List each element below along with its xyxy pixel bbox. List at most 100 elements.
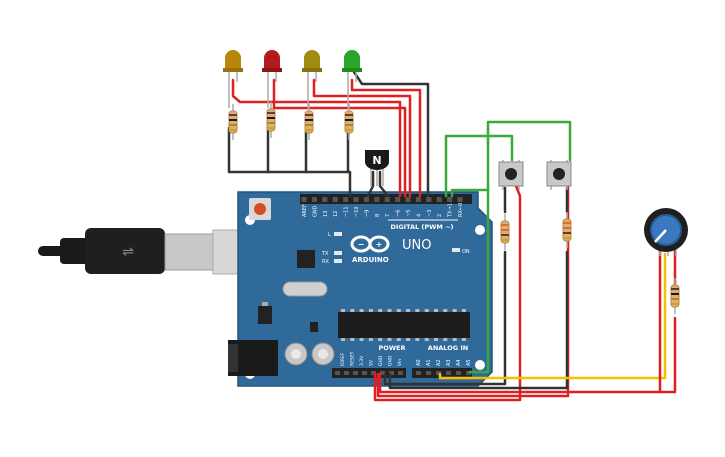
reset-button[interactable] bbox=[254, 203, 266, 215]
push-button-cap[interactable] bbox=[505, 168, 517, 180]
led-red[interactable] bbox=[262, 50, 282, 108]
wire-red[interactable] bbox=[378, 316, 677, 394]
resistor[interactable] bbox=[266, 102, 276, 138]
npn-transistor[interactable]: N bbox=[365, 150, 389, 186]
header-pin[interactable] bbox=[353, 371, 358, 375]
wire-green[interactable] bbox=[468, 188, 490, 374]
resistor[interactable] bbox=[304, 104, 314, 140]
power-header bbox=[332, 368, 406, 378]
led-on-label: ON bbox=[462, 249, 470, 255]
header-pin[interactable] bbox=[436, 197, 442, 202]
digital-pin-label: ~6 bbox=[396, 210, 402, 217]
header-pin[interactable] bbox=[363, 197, 369, 202]
led-on bbox=[452, 248, 460, 252]
header-pin[interactable] bbox=[362, 371, 367, 375]
led-tx-label: TX bbox=[321, 251, 329, 257]
resistor[interactable] bbox=[562, 212, 572, 248]
digital-pin-label: ~5 bbox=[406, 210, 412, 217]
led-rx-label: RX bbox=[322, 259, 329, 265]
chip-pin bbox=[350, 338, 355, 341]
header-pin[interactable] bbox=[380, 371, 385, 375]
header-pin[interactable] bbox=[416, 371, 421, 375]
header-pin[interactable] bbox=[426, 197, 432, 202]
chip-pin bbox=[368, 309, 373, 312]
push-button-2[interactable] bbox=[546, 160, 572, 190]
header-pin[interactable] bbox=[301, 197, 307, 202]
chip-pin bbox=[341, 309, 345, 312]
header-pin[interactable] bbox=[335, 371, 340, 375]
wire-black[interactable] bbox=[227, 126, 352, 198]
power-header-label: POWER bbox=[379, 344, 406, 352]
digital-pin-label: ~10 bbox=[354, 206, 360, 217]
header-pin[interactable] bbox=[332, 197, 338, 202]
header-pin[interactable] bbox=[311, 197, 317, 202]
wire-yellow[interactable] bbox=[438, 252, 667, 380]
wire-black[interactable] bbox=[352, 70, 430, 198]
led-yellow[interactable] bbox=[223, 50, 243, 108]
wire-red[interactable] bbox=[312, 78, 412, 198]
header-pin[interactable] bbox=[353, 197, 359, 202]
push-button-1[interactable] bbox=[498, 160, 524, 190]
power-pin-label: GND bbox=[378, 355, 384, 366]
header-pin[interactable] bbox=[389, 371, 394, 375]
header-pin[interactable] bbox=[398, 371, 403, 375]
header-pin[interactable] bbox=[446, 371, 451, 375]
chip-pin bbox=[415, 309, 420, 312]
wire-black[interactable] bbox=[388, 250, 569, 390]
push-button-cap[interactable] bbox=[553, 168, 565, 180]
wire-red[interactable] bbox=[272, 78, 407, 198]
chip-pin bbox=[424, 338, 429, 341]
header-pin[interactable] bbox=[415, 197, 421, 202]
header-pin[interactable] bbox=[436, 371, 441, 375]
wire-black[interactable] bbox=[383, 250, 507, 386]
analog-pin-label: A5 bbox=[466, 359, 472, 366]
wire-green[interactable] bbox=[450, 120, 572, 198]
wire-red[interactable] bbox=[350, 78, 422, 198]
resistor[interactable] bbox=[500, 214, 510, 250]
potentiometer[interactable] bbox=[644, 208, 688, 256]
header-pin[interactable] bbox=[371, 371, 376, 375]
header-pin[interactable] bbox=[456, 371, 461, 375]
analog-header bbox=[412, 368, 472, 378]
header-pin[interactable] bbox=[322, 197, 328, 202]
chip-pin bbox=[396, 338, 401, 341]
atmega-chip bbox=[338, 312, 470, 338]
chip-pin bbox=[434, 338, 438, 341]
header-pin[interactable] bbox=[426, 371, 431, 375]
header-pin[interactable] bbox=[384, 197, 390, 202]
analog-pin-label: A3 bbox=[446, 359, 452, 366]
model-label: UNO bbox=[402, 238, 431, 253]
resistor[interactable] bbox=[344, 104, 354, 140]
header-pin[interactable] bbox=[374, 197, 380, 202]
led-olive[interactable] bbox=[302, 50, 322, 108]
led-green[interactable] bbox=[342, 50, 362, 108]
leds bbox=[223, 50, 362, 108]
chip-pin bbox=[406, 338, 411, 341]
resistor[interactable] bbox=[670, 278, 680, 314]
wire-black[interactable] bbox=[378, 170, 390, 198]
wire-green[interactable] bbox=[444, 134, 514, 198]
chip-pin bbox=[387, 309, 392, 312]
header-pin[interactable] bbox=[466, 371, 471, 375]
transistor-label: N bbox=[372, 154, 381, 167]
digital-pin-label: ~11 bbox=[344, 206, 350, 217]
header-pin[interactable] bbox=[447, 197, 453, 202]
header-pin[interactable] bbox=[457, 197, 463, 202]
atmega-chip-pins bbox=[341, 309, 466, 341]
digital-pin-label: 12 bbox=[333, 211, 339, 217]
wire-red[interactable] bbox=[231, 78, 402, 198]
digital-pin-label: 4 bbox=[416, 214, 422, 217]
digital-pin-label: TX→1 bbox=[448, 203, 454, 218]
wire-red[interactable] bbox=[373, 184, 522, 402]
header-pin[interactable] bbox=[343, 197, 349, 202]
digital-pin-label: 2 bbox=[437, 214, 443, 217]
header-pin[interactable] bbox=[344, 371, 349, 375]
capacitor-top bbox=[291, 349, 301, 359]
wire-black[interactable] bbox=[366, 170, 375, 198]
header-pin[interactable] bbox=[395, 197, 401, 202]
header-pin[interactable] bbox=[405, 197, 411, 202]
analog-header-label: ANALOG IN bbox=[428, 344, 468, 352]
resistor[interactable] bbox=[228, 104, 238, 140]
